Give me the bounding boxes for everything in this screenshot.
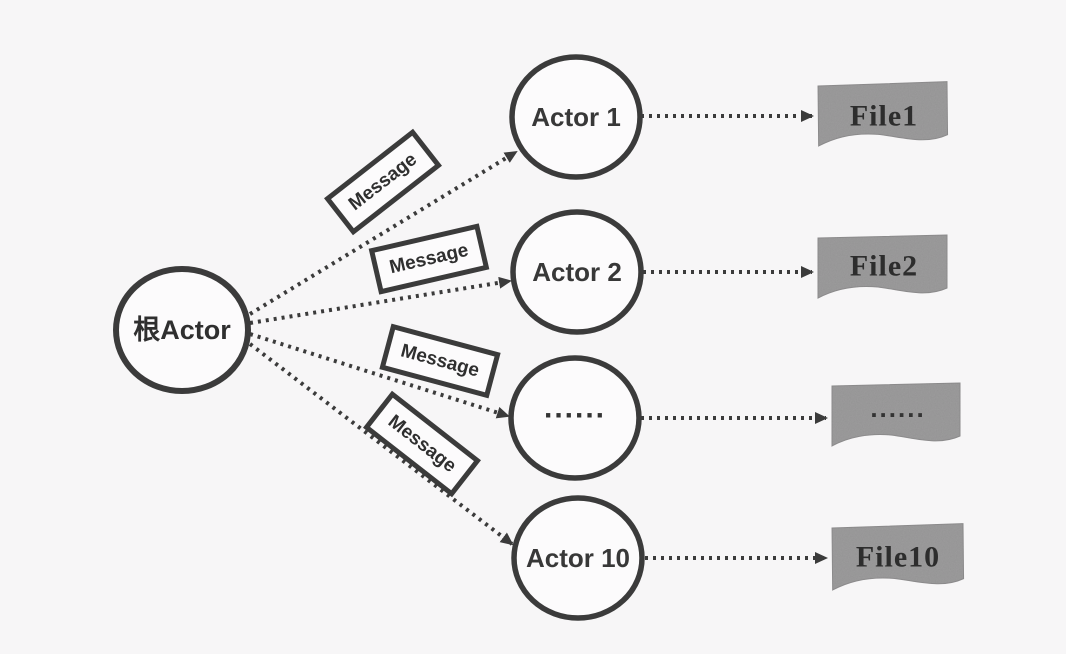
actor-10-circle: [511, 495, 645, 621]
file-ellipsis-label: ......: [870, 393, 925, 423]
file-node-2: [817, 234, 948, 299]
file-1-label: File1: [850, 100, 918, 133]
actor-node-2: Actor 2: [510, 209, 644, 335]
file-ellipsis-shape: [831, 382, 961, 447]
message-label-4: Message: [363, 390, 481, 498]
file-10-label: File10: [856, 541, 940, 574]
message-box: [324, 128, 442, 236]
message-label-1: Message: [324, 128, 442, 236]
root-actor-label: 根Actor: [133, 315, 231, 345]
file-node-1: [817, 81, 949, 147]
actor-1-label: Actor 1: [531, 102, 621, 132]
actor-10-label: Actor 10: [526, 543, 630, 573]
edge-root-to-actor-ellipsis: [249, 332, 510, 419]
file-2-label: File2: [850, 250, 918, 283]
file-node-10: [831, 523, 965, 591]
actor-1-circle: [509, 54, 643, 180]
file-1-shape: [817, 81, 949, 147]
actor-node-1: Actor 1: [509, 54, 643, 180]
edge-root-to-actor-10: [248, 342, 514, 546]
message-box: [379, 323, 501, 399]
file-10-shape: [831, 523, 965, 591]
actor-node-ellipsis: ......: [508, 355, 642, 481]
message-label-2: Message: [368, 223, 490, 295]
file-shapes: [817, 81, 965, 591]
file-2-shape: [817, 234, 948, 299]
root-actor-node: 根Actor: [113, 266, 251, 394]
message-box: [368, 223, 490, 295]
message-box: [363, 390, 481, 498]
actor-node-10: Actor 10: [511, 495, 645, 621]
actor-ellipsis-label: ......: [544, 392, 606, 425]
actor-2-label: Actor 2: [532, 257, 622, 287]
actor-2-circle: [510, 209, 644, 335]
root-actor-circle: [113, 266, 251, 394]
file-node-ellipsis: [831, 382, 961, 447]
message-label-3: Message: [379, 323, 501, 399]
actor-ellipsis-circle: [508, 355, 642, 481]
